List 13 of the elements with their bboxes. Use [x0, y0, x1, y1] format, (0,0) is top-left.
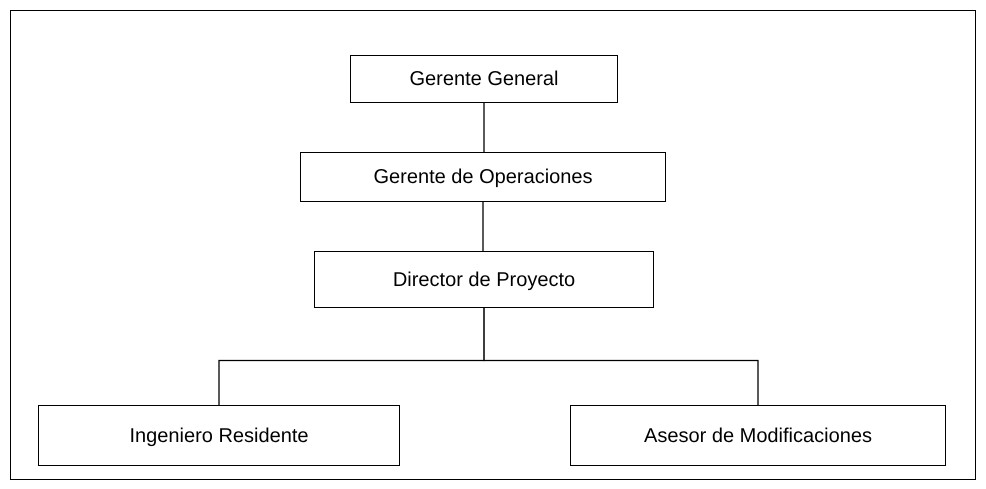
connector-line — [483, 103, 485, 152]
role-title: Asesor de Modificaciones — [644, 424, 872, 448]
connector-line — [482, 202, 484, 251]
role-title: Gerente de Operaciones — [373, 165, 593, 190]
org-box — [350, 55, 618, 103]
role-title: Ingeniero Residente — [129, 424, 308, 448]
org-box — [314, 251, 654, 308]
role-title: Gerente General — [410, 67, 558, 92]
role-title: Director de Proyecto — [392, 268, 576, 292]
org-box — [38, 405, 400, 466]
connector-line — [483, 308, 759, 405]
org-box — [300, 152, 666, 202]
org-box — [570, 405, 946, 466]
